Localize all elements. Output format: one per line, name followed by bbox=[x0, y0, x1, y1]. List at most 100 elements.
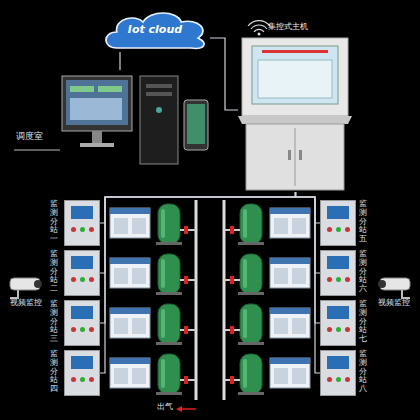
cabinet-button bbox=[327, 327, 332, 332]
station-label: 监测分站三 bbox=[50, 300, 58, 344]
air-tank bbox=[156, 204, 182, 245]
cabinet-button bbox=[345, 277, 350, 282]
screen-title bbox=[262, 50, 328, 53]
node-label: 集控式主机 bbox=[268, 23, 308, 32]
cabinet-screen bbox=[327, 256, 349, 269]
drive-slot bbox=[146, 84, 172, 88]
network-line bbox=[100, 192, 296, 323]
cabinet-button bbox=[327, 377, 332, 382]
camera-mount bbox=[10, 290, 18, 298]
cabinet-button bbox=[336, 277, 341, 282]
cabinet-button bbox=[71, 277, 76, 282]
wifi-icon bbox=[248, 21, 270, 32]
door-handle bbox=[288, 150, 291, 160]
cabinet-screen bbox=[327, 206, 349, 219]
compressor bbox=[270, 358, 310, 388]
screen-bar bbox=[70, 86, 94, 92]
cabinet-button bbox=[71, 377, 76, 382]
cabinet-screen bbox=[71, 306, 93, 319]
air-tank bbox=[238, 254, 264, 295]
station-label: 监测分站五 bbox=[359, 200, 367, 244]
cabinet-button bbox=[336, 327, 341, 332]
station-label: 监测分站六 bbox=[359, 250, 367, 294]
camera-mount bbox=[402, 290, 410, 298]
console-cabinet bbox=[246, 124, 344, 190]
cabinet-button bbox=[80, 377, 85, 382]
station-node: 监测分站二 bbox=[50, 250, 100, 296]
station-node: 监测分站三 bbox=[50, 300, 100, 346]
cabinet-button bbox=[80, 227, 85, 232]
valve bbox=[186, 226, 232, 384]
wifi-dot bbox=[258, 33, 261, 36]
screen-panel bbox=[70, 98, 122, 120]
station-label: 监测分站四 bbox=[50, 350, 58, 394]
control-cabinet bbox=[64, 250, 100, 296]
monitor-screen bbox=[66, 80, 128, 125]
compressor bbox=[110, 258, 150, 288]
pc-tower bbox=[140, 76, 178, 164]
station-node: 监测分站八 bbox=[320, 350, 370, 396]
monitor-base bbox=[80, 143, 114, 147]
outlet-arrow bbox=[180, 408, 196, 410]
station-node: 监测分站七 bbox=[320, 300, 370, 346]
drive-slot bbox=[146, 92, 172, 96]
cloud-label: Iot cloud bbox=[100, 24, 210, 36]
station-node: 监测分站四 bbox=[50, 350, 100, 396]
network-line bbox=[100, 192, 296, 373]
cabinet-button bbox=[336, 377, 341, 382]
compressor bbox=[270, 208, 310, 238]
air-tank bbox=[238, 354, 264, 395]
station-node: 监测分站六 bbox=[320, 250, 370, 296]
cabinet-door bbox=[295, 128, 296, 186]
cabinet-button bbox=[89, 277, 94, 282]
compressor bbox=[270, 258, 310, 288]
cabinet-button bbox=[89, 377, 94, 382]
station-label: 监测分站七 bbox=[359, 300, 367, 344]
cabinet-button bbox=[80, 327, 85, 332]
monitor bbox=[62, 76, 132, 131]
network-line bbox=[296, 192, 321, 323]
cabinet-button bbox=[71, 227, 76, 232]
compressor bbox=[110, 358, 150, 388]
tablet bbox=[184, 100, 208, 150]
flow-label: 出气 bbox=[157, 403, 173, 412]
cabinet-screen bbox=[71, 206, 93, 219]
cabinet-button bbox=[345, 227, 350, 232]
control-cabinet bbox=[320, 300, 356, 346]
network-line bbox=[210, 38, 238, 110]
cabinet-screen bbox=[71, 356, 93, 369]
control-cabinet bbox=[64, 300, 100, 346]
camera-node: 视频监控 bbox=[4, 268, 48, 312]
screen-content bbox=[258, 60, 332, 98]
cabinet-button bbox=[89, 327, 94, 332]
cabinet-screen bbox=[71, 256, 93, 269]
door-handle bbox=[299, 150, 302, 160]
air-tank bbox=[238, 304, 264, 345]
cabinet-screen bbox=[327, 306, 349, 319]
screen-bar bbox=[98, 86, 122, 92]
control-host: 集控式主机 bbox=[238, 22, 353, 192]
cabinet-screen bbox=[327, 356, 349, 369]
control-cabinet bbox=[320, 200, 356, 246]
network-line bbox=[100, 192, 296, 273]
branch-pipe bbox=[180, 230, 240, 380]
node-label: 调度室 bbox=[16, 132, 43, 142]
console-ledge bbox=[238, 116, 352, 124]
air-tank bbox=[238, 204, 264, 245]
control-cabinet bbox=[64, 200, 100, 246]
station-node: 监测分站五 bbox=[320, 200, 370, 246]
compressor bbox=[270, 308, 310, 338]
cabinet-button bbox=[71, 327, 76, 332]
cabinet-button bbox=[327, 277, 332, 282]
cabinet-button bbox=[345, 377, 350, 382]
station-label: 监测分站一 bbox=[50, 200, 58, 244]
station-node: 监测分站一 bbox=[50, 200, 100, 246]
cabinet-button bbox=[89, 227, 94, 232]
control-cabinet bbox=[320, 250, 356, 296]
console-screen bbox=[252, 46, 338, 104]
camera-label: 视频监控 bbox=[4, 299, 48, 308]
console-panel bbox=[242, 38, 348, 116]
air-tank bbox=[156, 354, 182, 395]
